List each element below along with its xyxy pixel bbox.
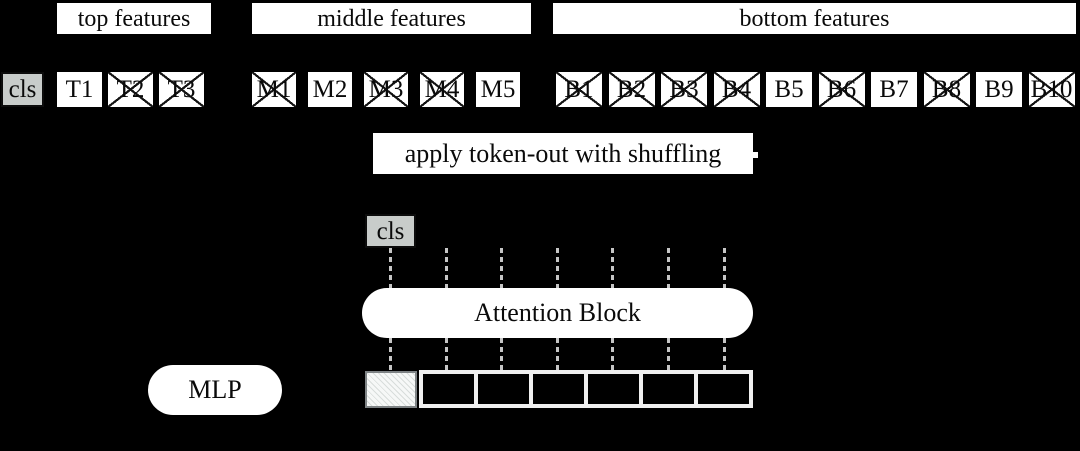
token-label: M3 [368,76,404,103]
dashed-connector [444,248,448,288]
token-label: B7 [879,76,909,103]
output-cls-hatched-cell [365,371,417,408]
bottom-features-label: bottom features [553,3,1076,34]
token-label: B4 [721,76,752,103]
cls-token-label: cls [8,76,37,103]
token-m5: M5 [476,72,520,107]
token-label: T1 [65,76,94,103]
dashed-connector [555,248,559,288]
token-label: B9 [984,76,1014,103]
cls-token-input: cls [1,72,44,107]
token-label: B5 [774,76,804,103]
token-label: M2 [312,76,348,103]
token-b10-crossed: B10 [1028,72,1075,107]
token-b7: B7 [871,72,917,107]
middle-features-label-text: middle features [317,5,466,32]
token-t1: T1 [57,72,102,107]
token-label: T2 [116,76,145,103]
token-label: M1 [256,76,292,103]
dashed-connector [444,338,448,371]
cls-token-label: cls [376,217,405,245]
middle-token-row: M1 M2 M3 M4 M5 [252,72,520,107]
output-token-cell [643,374,694,404]
token-b1-crossed: B1 [556,72,602,107]
token-label: B6 [826,76,857,103]
top-features-label: top features [57,3,211,34]
cls-token-shuffled: cls [365,214,416,248]
output-token-cell [698,374,749,404]
token-label: B8 [931,76,962,103]
token-m1-crossed: M1 [252,72,296,107]
attention-block: Attention Block [362,288,753,338]
token-b2-crossed: B2 [608,72,655,107]
output-token-cell [478,374,529,404]
dashed-connector [667,338,670,371]
dashed-connector [611,338,615,371]
token-label: M4 [424,76,460,103]
token-label: B2 [616,76,647,103]
apply-token-out-box: apply token-out with shuffling [373,133,753,174]
bottom-features-label-text: bottom features [739,5,890,32]
token-label: M5 [480,76,516,103]
token-label: B3 [669,76,699,103]
top-token-row: T1 T2 T3 [57,72,204,107]
dashed-connector [555,338,559,371]
token-b6-crossed: B6 [818,72,865,107]
top-features-label-text: top features [77,5,191,32]
dashed-connector [389,338,392,371]
token-t3-crossed: T3 [159,72,204,107]
token-label: B10 [1030,76,1073,103]
token-label: T3 [167,76,196,103]
apply-box-edge-artifact [753,152,758,158]
output-token-cell [533,374,584,404]
token-m2: M2 [308,72,352,107]
dashed-connector [500,248,504,288]
token-b3-crossed: B3 [661,72,707,107]
middle-features-label: middle features [252,3,531,34]
token-m3-crossed: M3 [364,72,408,107]
dashed-connector [722,338,726,371]
token-m4-crossed: M4 [420,72,464,107]
dashed-connector [500,338,504,371]
apply-token-out-label: apply token-out with shuffling [404,138,722,168]
dashed-connector [667,248,670,288]
dashed-connector [611,248,615,288]
attention-block-label: Attention Block [474,298,641,327]
token-b5: B5 [766,72,812,107]
token-t2-crossed: T2 [108,72,153,107]
output-token-cell [423,374,474,404]
dashed-connector [389,248,392,288]
token-label: B1 [564,76,594,103]
dashed-connector [722,248,726,288]
token-b9: B9 [976,72,1022,107]
token-b8-crossed: B8 [923,72,970,107]
output-token-group [419,370,753,408]
token-b4-crossed: B4 [713,72,760,107]
mlp-label: MLP [188,375,242,404]
output-token-cell [588,374,639,404]
bottom-token-row: B1 B2 B3 B4 B5 B6 B7 B8 B9 B10 [556,72,1075,107]
mlp-block: MLP [148,365,282,415]
